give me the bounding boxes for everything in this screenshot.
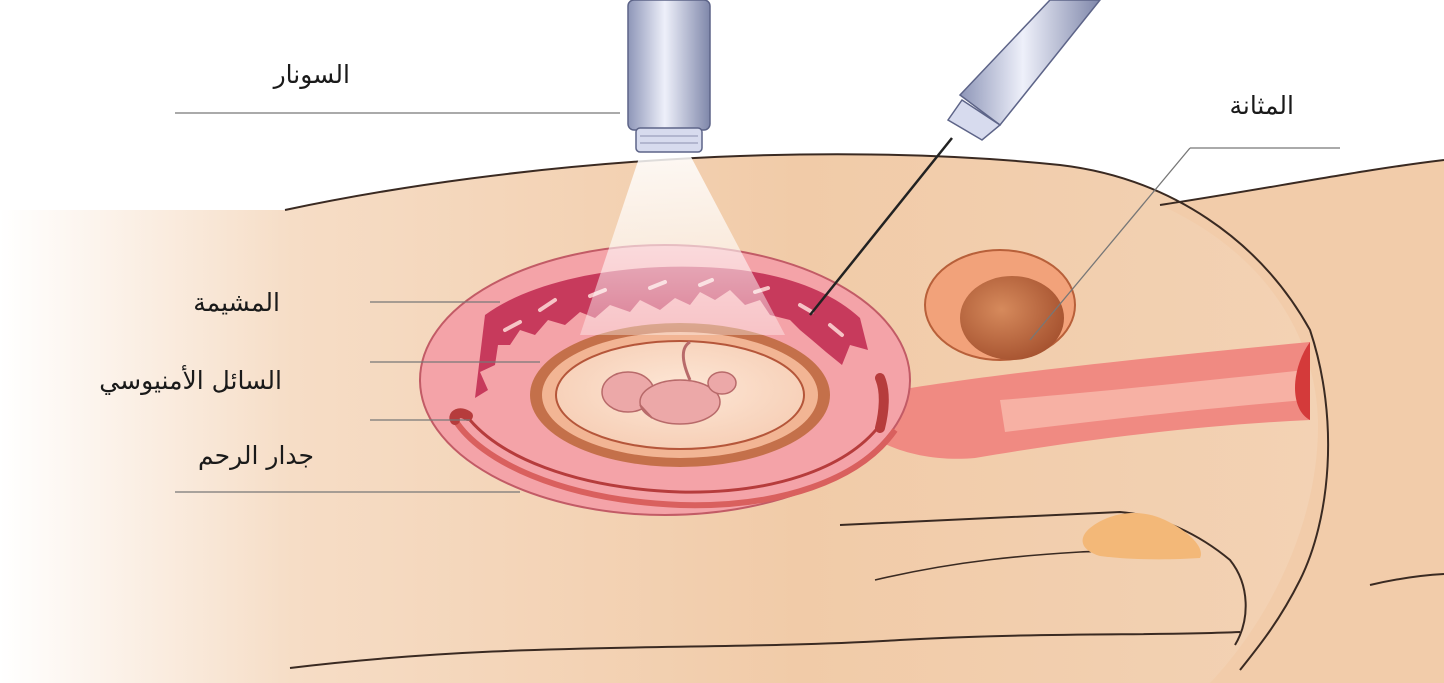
label-amniotic-fluid: السائل الأمنيوسي xyxy=(99,368,282,393)
label-chorion: المشيمة xyxy=(193,290,280,315)
label-uterine-wall: جدار الرحم xyxy=(198,443,314,468)
ultrasound-probe xyxy=(628,0,710,152)
label-sonar: السونار xyxy=(274,62,350,87)
uterine-wall-right xyxy=(880,378,884,428)
label-bladder: المثانة xyxy=(1229,93,1294,118)
